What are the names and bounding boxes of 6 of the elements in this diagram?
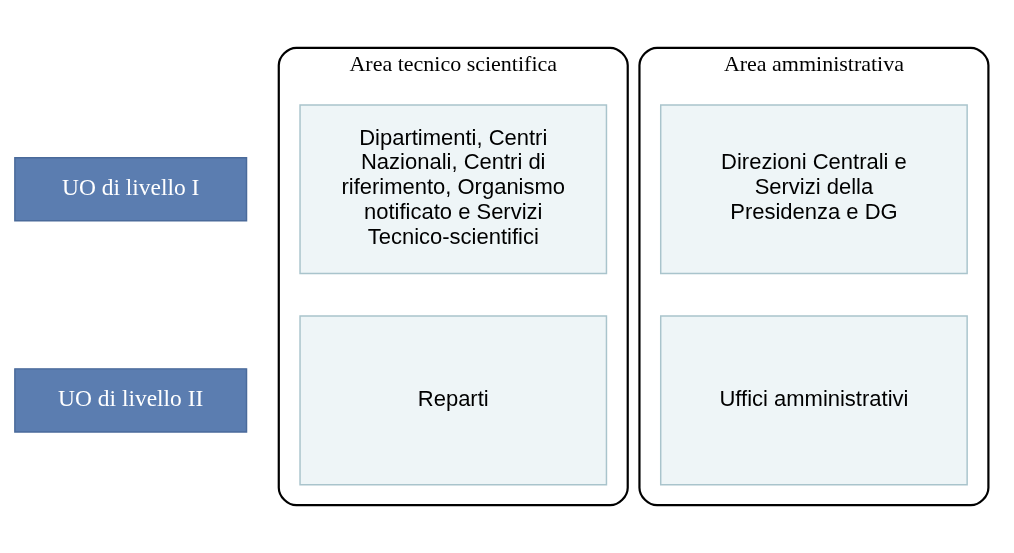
node-box: UO di livello I bbox=[13, 157, 247, 222]
node-box: UO di livello II bbox=[13, 368, 247, 433]
node-box: Direzioni Centrali e Servizi della Presidenza e DG bbox=[659, 104, 968, 275]
node-box: Reparti bbox=[298, 315, 607, 486]
node-box: Dipartimenti, Centri Nazionali, Centri di riferimento, Organismo notificato e Servizi Tecnico-scientifici bbox=[298, 104, 607, 275]
node-box: Uffici amministrativi bbox=[659, 315, 968, 486]
